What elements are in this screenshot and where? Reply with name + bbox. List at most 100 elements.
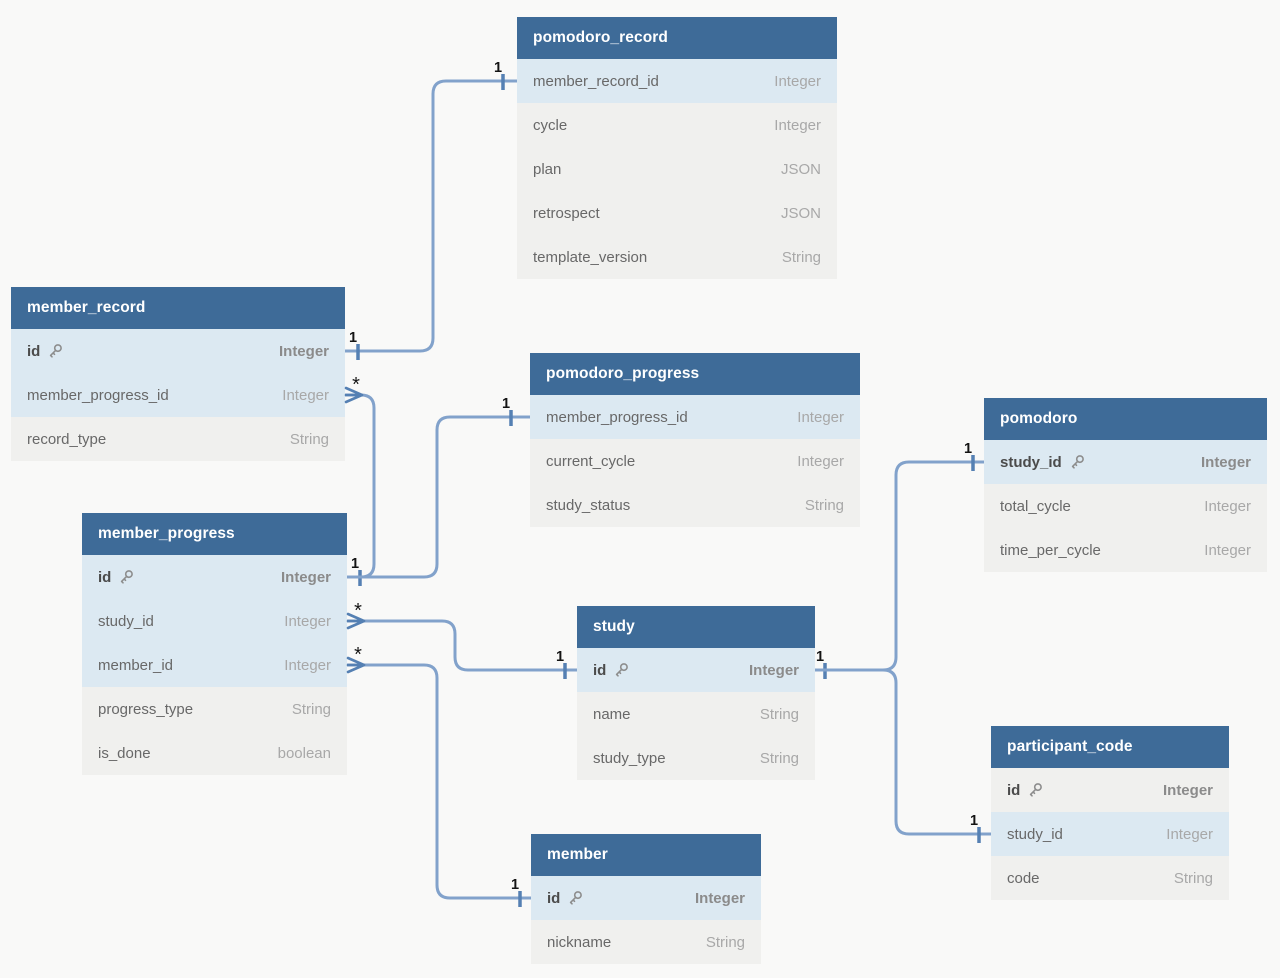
table-header-member[interactable]: member <box>531 834 761 876</box>
column-name: study_status <box>546 496 631 514</box>
cardinality-label: * <box>352 374 360 396</box>
key-icon <box>1030 783 1043 797</box>
cardinality-many-crowfoot <box>346 656 366 674</box>
table-header-member_progress[interactable]: member_progress <box>82 513 347 555</box>
column-name: retrospect <box>533 204 600 222</box>
relationship-line[interactable] <box>347 619 577 672</box>
table-header-study[interactable]: study <box>577 606 815 648</box>
column-type: Integer <box>1204 541 1251 559</box>
relationship-line[interactable] <box>345 79 517 353</box>
column-type: Integer <box>284 612 331 630</box>
column-type: Integer <box>278 342 329 360</box>
column-row-member_progress-progress_type[interactable]: progress_type String <box>82 687 347 731</box>
column-type: Integer <box>797 408 844 426</box>
column-row-participant_code-study_id[interactable]: study_id Integer <box>991 812 1229 856</box>
column-row-pomodoro-study_id[interactable]: study_id Integer <box>984 440 1267 484</box>
relationship-line[interactable] <box>347 663 531 900</box>
table-header-participant_code[interactable]: participant_code <box>991 726 1229 768</box>
column-type: Integer <box>1200 453 1251 471</box>
column-name: member_record_id <box>533 72 659 90</box>
column-row-member_progress-is_done[interactable]: is_done boolean <box>82 731 347 775</box>
column-row-member-nickname[interactable]: nickname String <box>531 920 761 964</box>
column-type: String <box>804 496 844 514</box>
column-name: study_id <box>1007 825 1063 843</box>
column-name: progress_type <box>98 700 194 718</box>
relationship-member_progress-member[interactable]: *1 <box>346 644 531 907</box>
column-name: time_per_cycle <box>1000 541 1101 559</box>
column-type: String <box>291 700 331 718</box>
column-name: template_version <box>533 248 648 266</box>
table-title: member_progress <box>98 525 235 542</box>
table-header-pomodoro[interactable]: pomodoro <box>984 398 1267 440</box>
relationship-line[interactable] <box>347 415 530 579</box>
cardinality-label: * <box>354 644 362 666</box>
column-type: Integer <box>284 656 331 674</box>
cardinality-label: 1 <box>816 649 824 665</box>
column-type: Integer <box>797 452 844 470</box>
column-type: Integer <box>748 661 799 679</box>
cardinality-label: 1 <box>351 556 359 572</box>
column-type: Integer <box>774 116 821 134</box>
column-type: Integer <box>1166 825 1213 843</box>
column-type: Integer <box>694 889 745 907</box>
column-type: JSON <box>780 160 821 178</box>
column-type: Integer <box>282 386 329 404</box>
column-name: id <box>98 569 134 586</box>
column-row-pomodoro-time_per_cycle[interactable]: time_per_cycle Integer <box>984 528 1267 572</box>
table-header-pomodoro_record[interactable]: pomodoro_record <box>517 17 837 59</box>
relationship-member_progress-study[interactable]: *1 <box>346 600 577 679</box>
column-name: id <box>1007 782 1043 799</box>
table-title: pomodoro_progress <box>546 365 700 382</box>
column-name: study_id <box>1000 454 1085 471</box>
table-header-pomodoro_progress[interactable]: pomodoro_progress <box>530 353 860 395</box>
column-name: member_progress_id <box>546 408 688 426</box>
relationship-member_progress-member_record[interactable]: 1* <box>344 374 376 586</box>
relationship-line[interactable] <box>345 393 376 579</box>
column-type: String <box>705 933 745 951</box>
column-name: nickname <box>547 933 612 951</box>
column-row-pomodoro_progress-study_status[interactable]: study_status String <box>530 483 860 527</box>
column-name: id <box>593 662 629 679</box>
relationship-study-participant_code[interactable]: 1 <box>815 668 991 843</box>
column-row-study-id[interactable]: id Integer <box>577 648 815 692</box>
relationship-line[interactable] <box>815 668 991 836</box>
table-title: participant_code <box>1007 738 1133 755</box>
table-header-member_record[interactable]: member_record <box>11 287 345 329</box>
cardinality-label: 1 <box>964 441 972 457</box>
column-row-pomodoro_progress-member_progress_id[interactable]: member_progress_id Integer <box>530 395 860 439</box>
relationship-member_progress-pomodoro_progress[interactable]: 1 <box>347 396 530 579</box>
table-title: member_record <box>27 299 146 316</box>
column-type: boolean <box>277 744 331 762</box>
table-title: pomodoro <box>1000 410 1078 427</box>
table-title: study <box>593 618 635 635</box>
relationship-member_record-pomodoro_record[interactable]: 11 <box>345 60 517 360</box>
column-name: is_done <box>98 744 151 762</box>
